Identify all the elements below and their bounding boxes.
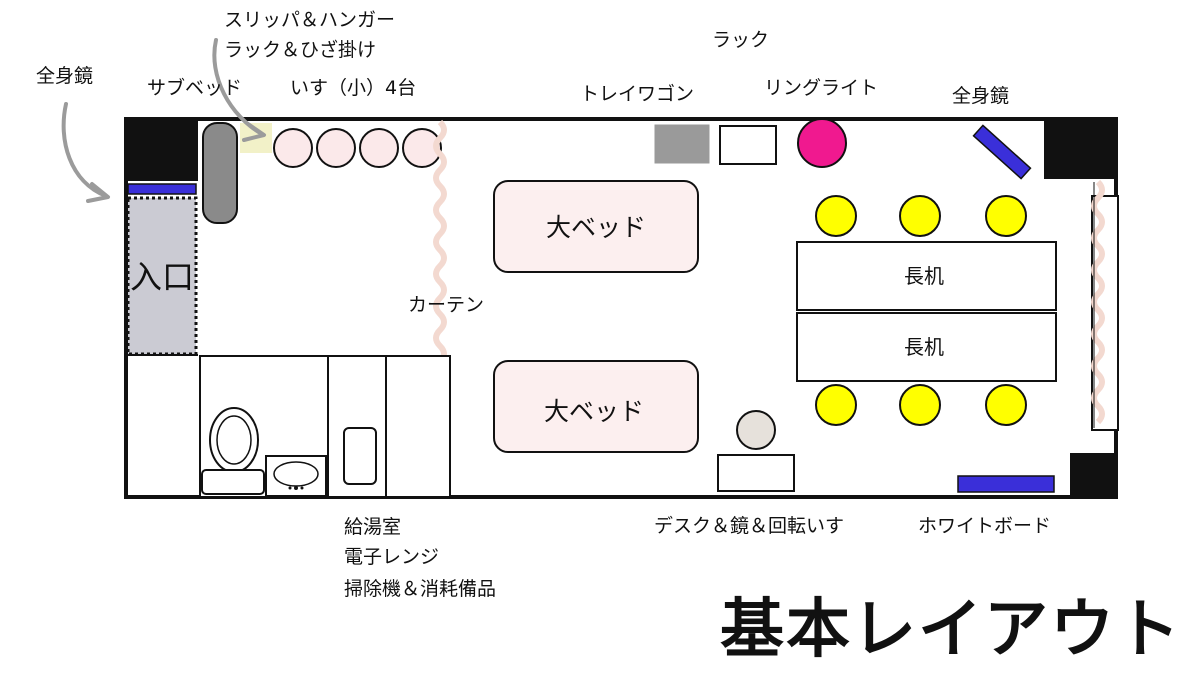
desk-mirror-chair-label: デスク＆鏡＆回転いす: [654, 515, 845, 537]
entrance-label: 入口: [130, 258, 194, 296]
full-mirror-right: [972, 124, 1032, 180]
sub-bed-label: サブベッド: [147, 77, 243, 99]
small-chairs-label: いす（小）4台: [290, 77, 417, 99]
tray-wagon-label: トレイワゴン: [580, 83, 695, 105]
rack-label: ラック: [712, 29, 770, 51]
desk-chair-bottom-2: [899, 384, 941, 426]
long-desk-1: [796, 241, 1057, 311]
big-bed-1-label: 大ベッド: [546, 213, 646, 242]
desk-chair-bottom-1: [815, 384, 857, 426]
tray-wagon: [653, 123, 711, 165]
whiteboard-label: ホワイトボード: [918, 515, 1052, 537]
pillar-top-right: [1044, 119, 1116, 179]
vanity-desk: [717, 454, 795, 492]
pillar-top-left: [126, 119, 198, 181]
full-mirror-right-label: 全身鏡: [952, 85, 1010, 107]
small-chair-1: [273, 128, 313, 168]
full-mirror-left-label: 全身鏡: [36, 65, 94, 87]
swivel-stool: [736, 410, 776, 450]
desk-chair-top-3: [985, 195, 1027, 237]
rack: [719, 125, 777, 165]
bathtub-icon: [343, 427, 377, 485]
ring-light: [797, 118, 847, 168]
arrow-rack-head: [242, 122, 266, 142]
slipper-rack-label-1: スリッパ＆ハンガー: [224, 9, 396, 31]
big-bed-2-label: 大ベッド: [544, 397, 644, 426]
long-desk-2: [796, 312, 1057, 382]
long-desk-2-label: 長机: [904, 335, 944, 359]
kitchenette-label-2: 電子レンジ: [344, 546, 440, 568]
toilet-icon: [201, 407, 265, 495]
entrance-mirror: [127, 183, 197, 195]
arrow-mirror-left-head: [86, 182, 110, 203]
small-chair-2: [316, 128, 356, 168]
small-chair-3: [359, 128, 399, 168]
small-chair-4: [402, 128, 442, 168]
pillar-bottom-right: [1070, 453, 1116, 497]
kitchenette-label-1: 給湯室: [344, 516, 402, 538]
curtain-label: カーテン: [408, 294, 485, 316]
sub-bed: [202, 122, 238, 224]
whiteboard: [957, 475, 1055, 493]
sink-icon: [265, 455, 327, 497]
desk-chair-bottom-3: [985, 384, 1027, 426]
slipper-rack-label-2: ラック＆ひざ掛け: [224, 39, 377, 61]
long-desk-1-label: 長机: [904, 264, 944, 288]
ring-light-label: リングライト: [764, 77, 879, 99]
big-bed-2: [493, 360, 699, 453]
desk-chair-top-1: [815, 195, 857, 237]
curtain-left: [433, 119, 447, 365]
desk-chair-top-2: [899, 195, 941, 237]
page-title: 基本レイアウト: [720, 593, 1182, 667]
arrow-mirror-left: [61, 102, 108, 198]
kitchenette-label-3: 掃除機＆消耗備品: [344, 578, 497, 600]
big-bed-1: [493, 180, 699, 273]
